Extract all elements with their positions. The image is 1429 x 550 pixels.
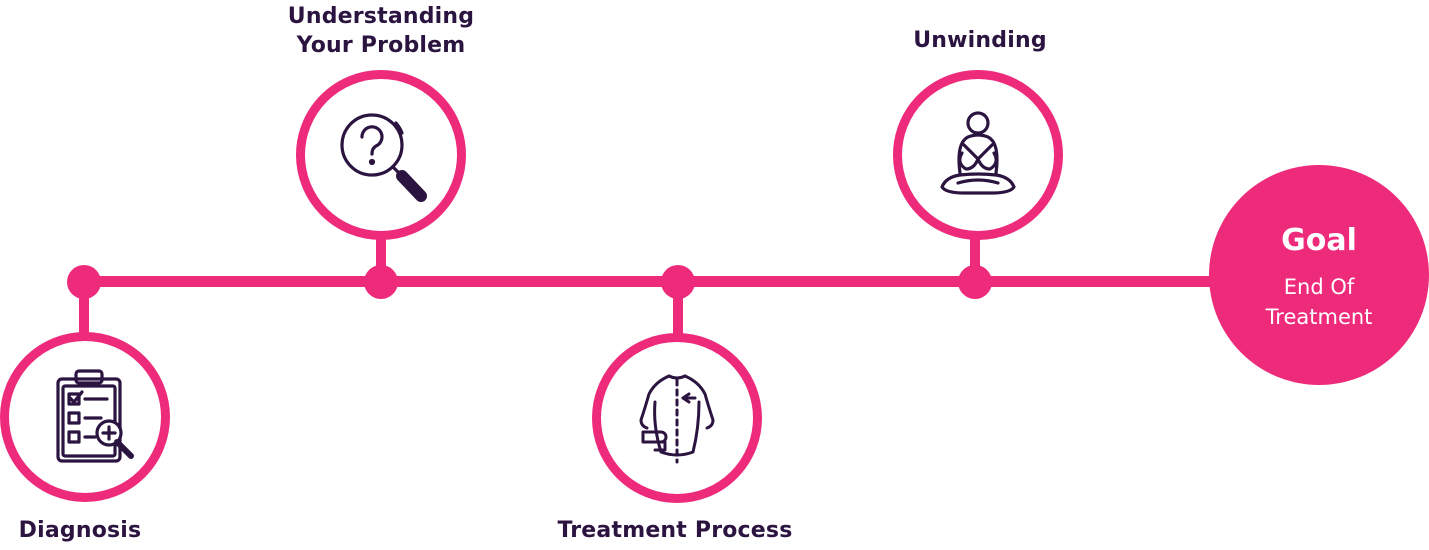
timeline-dot-diagnosis (67, 265, 101, 299)
timeline-dot-unwinding (958, 265, 992, 299)
connector-unwinding (970, 225, 980, 283)
timeline-dot-understanding (364, 265, 398, 299)
connector-treatment (673, 282, 683, 342)
goal-title: Goal (1281, 223, 1357, 258)
timeline-dot-treatment (661, 265, 695, 299)
magnifier-question-icon (340, 113, 427, 202)
step-label-unwinding: Unwinding (913, 28, 1047, 53)
goal-subtitle: End Of Treatment (1265, 275, 1373, 329)
timeline-line (84, 276, 1224, 287)
goal-circle: Goal End Of Treatment (1209, 165, 1429, 385)
clipboard-checklist-icon (56, 369, 134, 463)
connector-diagnosis (79, 282, 89, 342)
meditation-icon (940, 111, 1016, 195)
step-understanding-circle (296, 70, 466, 240)
step-treatment-circle (592, 333, 762, 503)
step-unwinding-circle (893, 70, 1063, 240)
connector-understanding (376, 225, 386, 283)
step-diagnosis-circle (0, 332, 170, 502)
step-label-treatment: Treatment Process (557, 518, 793, 543)
step-label-understanding: Understanding Your Problem (287, 4, 475, 58)
step-label-diagnosis: Diagnosis (18, 518, 142, 543)
spine-back-icon (639, 374, 715, 464)
